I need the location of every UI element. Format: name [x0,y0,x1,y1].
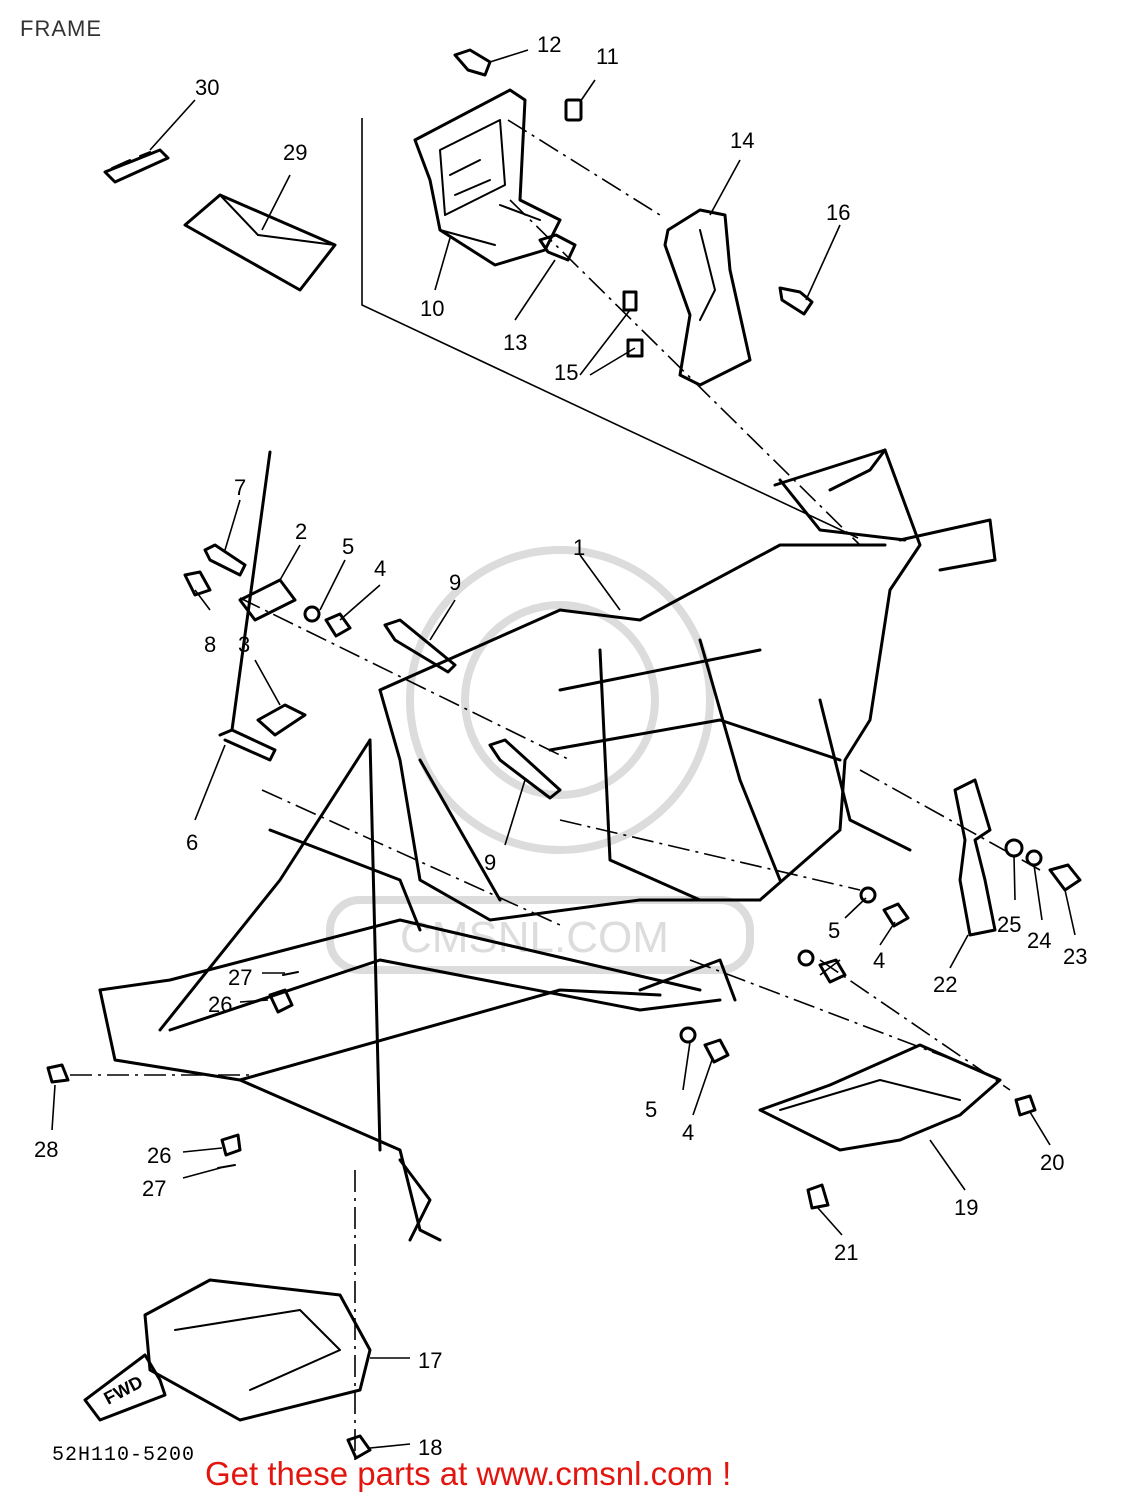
callout-26b: 26 [147,1143,171,1168]
callout-16: 16 [826,200,850,225]
callout-4c: 4 [682,1120,694,1145]
callout-27a: 27 [228,965,252,990]
callout-leaders [51,49,1076,1449]
callout-12: 12 [537,32,561,57]
small-fasteners [46,971,299,1169]
callout-14: 14 [730,128,754,153]
part-skid-plate [143,1278,372,1460]
part-30-clip [103,148,170,184]
callout-22: 22 [933,972,957,997]
callout-24: 24 [1027,928,1051,953]
part-1-frame [98,448,997,1242]
callout-5a: 5 [342,534,354,559]
callout-27b: 27 [142,1176,166,1201]
callout-8: 8 [204,632,216,657]
page-title: FRAME [20,16,102,41]
part-29-envelope [183,193,337,292]
callout-26a: 26 [208,992,232,1017]
callout-18: 18 [418,1435,442,1460]
diagram-code: 52H110-5200 [52,1444,196,1467]
frame-bolts [183,450,562,800]
part-19-footrest [758,1043,1037,1210]
callout-13: 13 [503,330,527,355]
callout-labels: 12 11 30 29 10 13 14 16 15 1 7 2 5 4 8 3… [34,32,1087,1460]
assembly-reference-lines [70,118,1041,1460]
callout-25: 25 [997,912,1021,937]
callout-4a: 4 [374,556,386,581]
callout-30: 30 [195,75,219,100]
callout-6: 6 [186,830,198,855]
callout-1: 1 [573,535,585,560]
fwd-arrow: FWD [83,1353,167,1422]
mount-plates-washers-nuts [238,578,910,1064]
callout-21: 21 [834,1240,858,1265]
watermark-logo: CMSNL.COM [326,546,754,974]
callout-23: 23 [1063,944,1087,969]
watermark-text: CMSNL.COM [400,913,669,962]
callout-17: 17 [418,1348,442,1373]
callout-2: 2 [295,519,307,544]
promo-banner[interactable]: Get these parts at www.cmsnl.com ! [205,1455,732,1492]
callout-19: 19 [954,1195,978,1220]
callout-7: 7 [234,475,246,500]
callout-28: 28 [34,1137,58,1162]
callout-5b: 5 [828,918,840,943]
callout-4b: 4 [873,948,885,973]
callout-10: 10 [420,296,444,321]
callout-11: 11 [596,44,619,69]
part-22-bracket [953,778,1082,937]
callout-9b: 9 [484,850,496,875]
callout-3: 3 [238,632,250,657]
part-10-battery-box [413,88,562,267]
battery-box-fasteners [453,48,583,262]
fwd-label: FWD [100,1372,146,1409]
part-14-cover [663,208,752,387]
callout-29: 29 [283,140,307,165]
cover-fasteners [622,286,814,358]
callout-20: 20 [1040,1150,1064,1175]
callout-15: 15 [554,360,578,385]
callout-9a: 9 [449,570,461,595]
callout-5c: 5 [645,1097,657,1122]
